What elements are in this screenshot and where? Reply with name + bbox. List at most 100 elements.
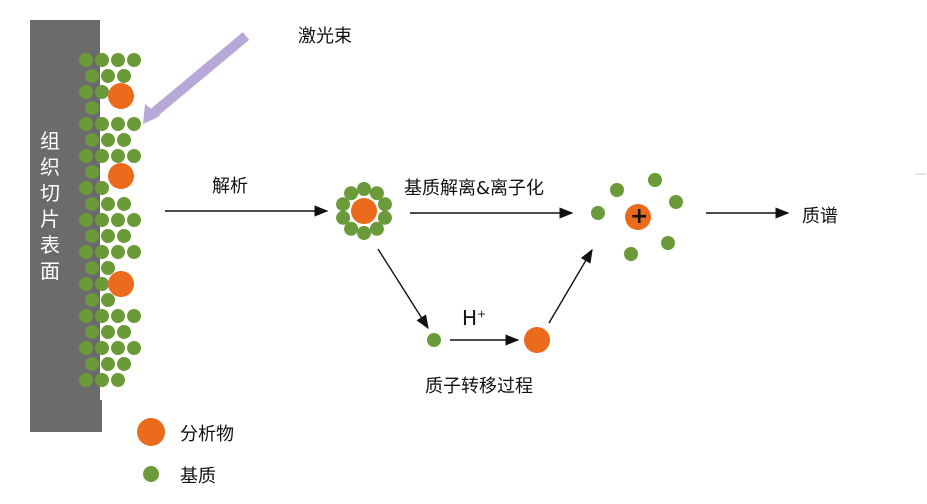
matrix-dot bbox=[95, 373, 109, 387]
matrix-dot bbox=[624, 247, 638, 261]
matrix-dot bbox=[101, 197, 115, 211]
matrix-dot bbox=[111, 53, 125, 67]
legend-matrix-label: 基质 bbox=[180, 466, 216, 487]
matrix-dot bbox=[95, 277, 109, 291]
matrix-dot bbox=[369, 186, 384, 201]
tissue-char: 面 bbox=[40, 259, 60, 283]
matrix-dot bbox=[101, 261, 115, 275]
tissue-surface-label: 组 织 切 片 表 面 bbox=[30, 128, 70, 284]
proton-matrix-dot bbox=[427, 333, 441, 347]
analyte-dot bbox=[351, 198, 377, 224]
matrix-dot bbox=[591, 206, 605, 220]
matrix-dot bbox=[79, 373, 93, 387]
matrix-dot bbox=[127, 309, 141, 323]
mass-spec-label: 质谱 bbox=[802, 206, 838, 227]
matrix-dot bbox=[111, 341, 125, 355]
matrix-dot bbox=[127, 245, 141, 259]
matrix-dot bbox=[95, 149, 109, 163]
matrix-dot bbox=[101, 325, 115, 339]
matrix-dot bbox=[111, 245, 125, 259]
proton-transfer-label: 质子转移过程 bbox=[425, 376, 533, 397]
analyte-matrix-cluster bbox=[336, 182, 392, 240]
ionized-analyte bbox=[625, 204, 651, 230]
proton-down-arrow bbox=[377, 248, 429, 330]
analyte-dot bbox=[108, 163, 134, 189]
matrix-dot bbox=[117, 197, 131, 211]
matrix-dot bbox=[669, 195, 683, 209]
matrix-dot bbox=[117, 229, 131, 243]
matrix-dot bbox=[377, 210, 392, 225]
matrix-dot bbox=[101, 229, 115, 243]
matrix-dot bbox=[117, 325, 131, 339]
legend-matrix-swatch bbox=[143, 466, 159, 482]
tissue-char: 组 bbox=[40, 129, 60, 153]
matrix-dot bbox=[85, 133, 99, 147]
matrix-dot bbox=[85, 197, 99, 211]
matrix-dot bbox=[85, 293, 99, 307]
matrix-dot bbox=[95, 213, 109, 227]
proton-up-arrow bbox=[548, 248, 593, 324]
proton-sup: + bbox=[477, 307, 487, 321]
matrix-dot bbox=[101, 293, 115, 307]
matrix-dot bbox=[101, 133, 115, 147]
matrix-dot bbox=[344, 221, 359, 236]
laser-arrowhead bbox=[143, 104, 160, 124]
matrix-dot bbox=[95, 85, 109, 99]
matrix-dot bbox=[117, 357, 131, 371]
matrix-dot bbox=[79, 117, 93, 131]
matrix-dot bbox=[127, 149, 141, 163]
matrix-dot bbox=[111, 213, 125, 227]
matrix-dot bbox=[336, 197, 351, 212]
matrix-dot bbox=[79, 53, 93, 67]
matrix-dot bbox=[85, 325, 99, 339]
matrix-dot bbox=[85, 165, 99, 179]
tissue-char: 片 bbox=[40, 207, 60, 231]
matrix-dot bbox=[95, 53, 109, 67]
matrix-wall bbox=[79, 53, 141, 387]
matrix-dot bbox=[111, 309, 125, 323]
analyte-dot bbox=[108, 83, 134, 109]
desorb-label: 解析 bbox=[212, 176, 248, 197]
matrix-dot bbox=[95, 117, 109, 131]
matrix-dot bbox=[111, 149, 125, 163]
matrix-dot bbox=[79, 309, 93, 323]
tissue-char: 表 bbox=[40, 233, 60, 257]
matrix-dot bbox=[127, 341, 141, 355]
matrix-dot bbox=[127, 53, 141, 67]
matrix-dot bbox=[85, 229, 99, 243]
ionized-group bbox=[591, 173, 683, 261]
plus-symbol: + bbox=[630, 204, 649, 229]
matrix-dot bbox=[357, 182, 371, 196]
matrix-dot bbox=[344, 186, 359, 201]
matrix-dot bbox=[95, 309, 109, 323]
matrix-dot bbox=[85, 261, 99, 275]
matrix-dot bbox=[79, 213, 93, 227]
matrix-dot bbox=[336, 210, 351, 225]
matrix-dot bbox=[117, 133, 131, 147]
matrix-dot bbox=[85, 357, 99, 371]
matrix-dot bbox=[117, 69, 131, 83]
matrix-dot bbox=[377, 197, 392, 212]
legend-analyte-label: 分析物 bbox=[180, 424, 234, 445]
matrix-dot bbox=[111, 373, 125, 387]
legend-analyte-swatch bbox=[137, 418, 165, 446]
tissue-char: 切 bbox=[40, 181, 60, 205]
matrix-ionize-label: 基质解离&离子化 bbox=[404, 178, 545, 199]
matrix-dot bbox=[95, 245, 109, 259]
proton-label: H+ bbox=[462, 306, 486, 330]
matrix-dot bbox=[101, 357, 115, 371]
tissue-char: 织 bbox=[40, 155, 60, 179]
matrix-dot bbox=[648, 173, 662, 187]
proton-h: H bbox=[462, 306, 478, 330]
matrix-dot bbox=[79, 85, 93, 99]
matrix-dot bbox=[79, 277, 93, 291]
matrix-dot bbox=[661, 236, 675, 250]
matrix-dot bbox=[357, 226, 371, 240]
matrix-dot bbox=[369, 221, 384, 236]
matrix-dot bbox=[95, 341, 109, 355]
matrix-dot bbox=[79, 245, 93, 259]
proton-analyte-dot bbox=[524, 327, 550, 353]
matrix-dot bbox=[85, 69, 99, 83]
